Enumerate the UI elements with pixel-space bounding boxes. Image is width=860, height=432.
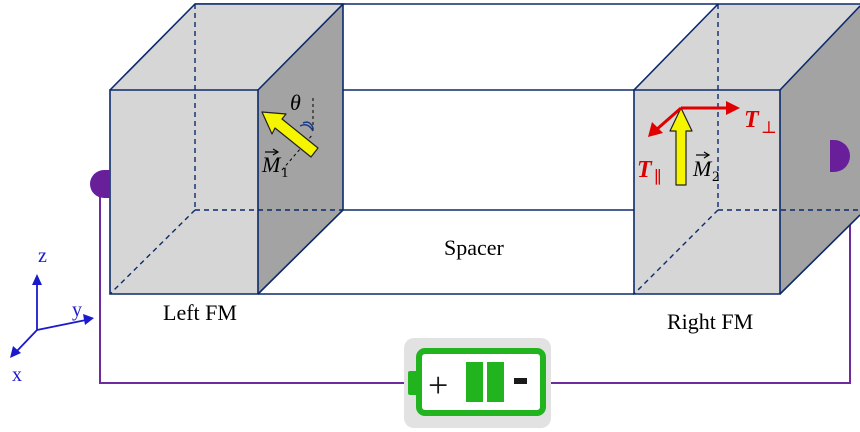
svg-text:T: T — [637, 157, 653, 183]
m1-arrow — [261, 98, 319, 171]
right-fm-label: Right FM — [667, 309, 753, 334]
z-axis-label: z — [38, 245, 47, 267]
y-axis-label: y — [72, 299, 82, 321]
battery-plus: + — [428, 365, 448, 405]
wire-right — [543, 172, 851, 384]
x-axis-label: x — [12, 364, 22, 386]
svg-text:∥: ∥ — [654, 168, 662, 187]
m2-label: M 2 — [692, 151, 720, 185]
wire-left — [99, 190, 405, 384]
battery-minus — [514, 378, 527, 384]
m2-arrow — [669, 107, 693, 186]
axes-triad — [10, 274, 94, 358]
svg-text:T: T — [744, 107, 760, 133]
svg-text:⊥: ⊥ — [761, 118, 777, 137]
right-fm-block — [633, 3, 860, 295]
t-perp-label: T ⊥ — [744, 107, 777, 137]
svg-text:M: M — [261, 152, 282, 177]
left-electrode — [90, 170, 110, 198]
spacer-label: Spacer — [444, 235, 505, 260]
svg-text:2: 2 — [712, 169, 720, 185]
m1-label: M 1 — [261, 148, 289, 181]
t-parallel-label: T ∥ — [637, 157, 662, 187]
theta-label: θ — [290, 90, 301, 115]
battery-icon: + — [404, 338, 551, 428]
torque-arrows — [648, 101, 740, 137]
svg-text:1: 1 — [281, 165, 289, 181]
right-electrode — [830, 140, 851, 172]
svg-text:M: M — [692, 156, 713, 181]
left-fm-label: Left FM — [163, 300, 237, 325]
